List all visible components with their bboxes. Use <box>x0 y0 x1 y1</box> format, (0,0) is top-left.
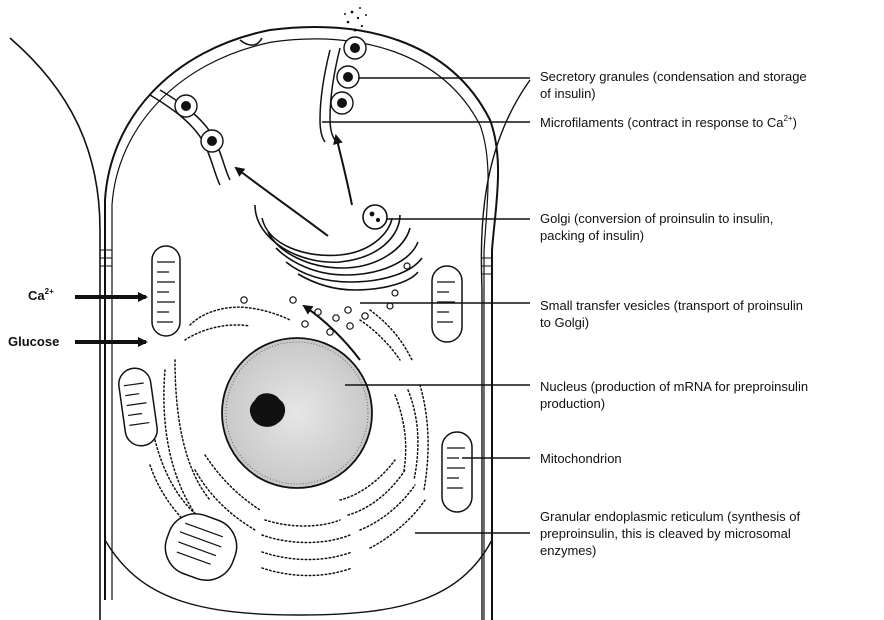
golgi-line2: packing of insulin) <box>540 227 773 244</box>
calcium-text: Ca <box>28 288 45 303</box>
granular-er-line1: Granular endoplasmic reticulum (synthesi… <box>540 508 800 525</box>
golgi-to-membrane-arrow-right <box>336 136 352 205</box>
golgi-line1: Golgi (conversion of proinsulin to insul… <box>540 210 773 227</box>
microfilaments-label: Microfilaments (contract in response to … <box>540 114 797 131</box>
calcium-label: Ca2+ <box>28 288 54 303</box>
right-neighbor-membrane <box>481 80 530 620</box>
golgi-vesicles <box>370 212 410 309</box>
secretory-granules <box>175 37 366 152</box>
leader-lines <box>322 78 530 533</box>
transfer-vesicles-line1: Small transfer vesicles (transport of pr… <box>540 297 803 314</box>
mitochondrion-label: Mitochondrion <box>540 450 622 467</box>
microfilaments-text: Microfilaments (contract in response to … <box>540 115 783 130</box>
nucleus-label: Nucleus (production of mRNA for preproin… <box>540 378 808 412</box>
secretory-granules-label: Secretory granules (condensation and sto… <box>540 68 807 102</box>
golgi-to-membrane-arrow-left <box>236 168 328 236</box>
microfilaments-tail: ) <box>793 115 797 130</box>
golgi-apparatus <box>255 205 422 290</box>
transfer-vesicles-line2: to Golgi) <box>540 314 803 331</box>
nucleus-line2: production) <box>540 395 808 412</box>
small-transfer-vesicles <box>241 297 368 335</box>
calcium-superscript: 2+ <box>45 287 54 296</box>
nucleus-line1: Nucleus (production of mRNA for preproin… <box>540 378 808 395</box>
granular-er-line2: preproinsulin, this is cleaved by micros… <box>540 525 800 542</box>
cell-bottom <box>105 540 492 615</box>
secretory-granules-line2: of insulin) <box>540 85 807 102</box>
microfilaments-superscript: 2+ <box>783 114 792 123</box>
glucose-label: Glucose <box>8 334 59 349</box>
left-neighbor-membrane <box>10 38 100 620</box>
granular-er-line3: enzymes) <box>540 542 800 559</box>
golgi-label: Golgi (conversion of proinsulin to insul… <box>540 210 773 244</box>
nucleus <box>222 338 372 488</box>
secretory-granules-line1: Secretory granules (condensation and sto… <box>540 68 807 85</box>
transfer-vesicles-label: Small transfer vesicles (transport of pr… <box>540 297 803 331</box>
granular-er-label: Granular endoplasmic reticulum (synthesi… <box>540 508 800 559</box>
